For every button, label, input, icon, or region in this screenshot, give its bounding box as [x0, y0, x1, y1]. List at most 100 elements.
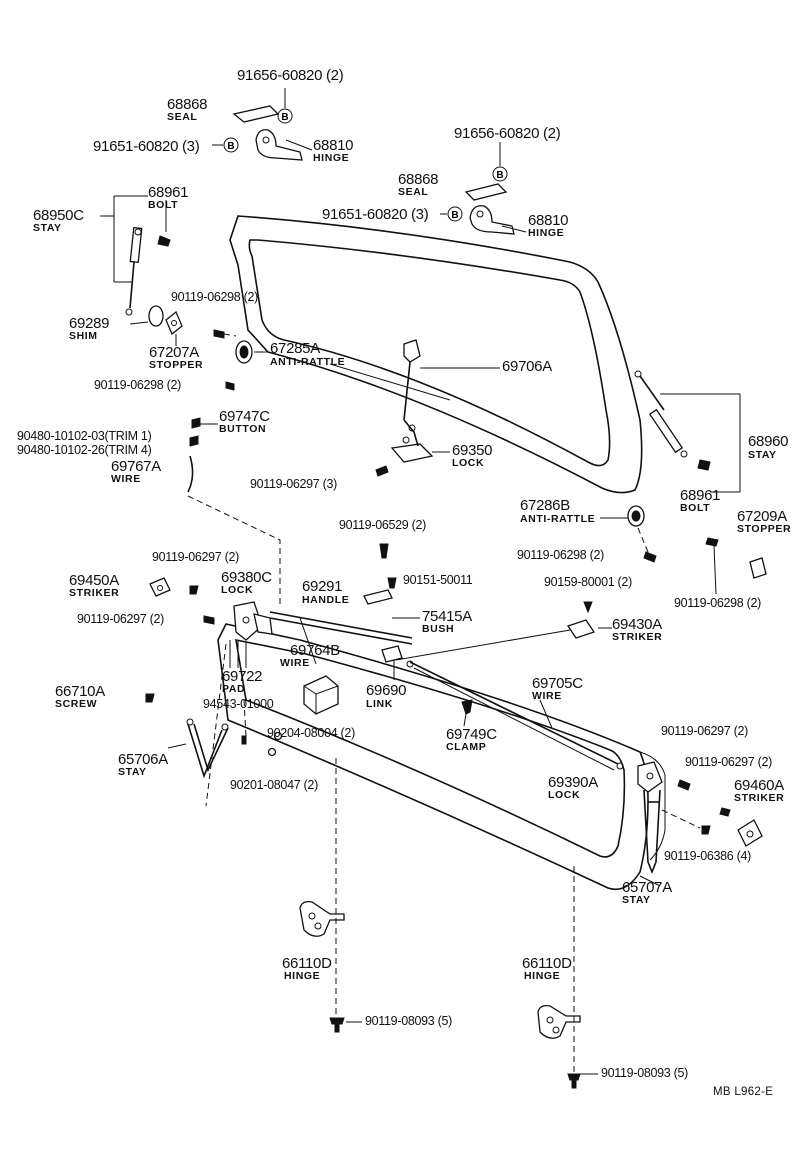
part-name: ANTI-RATTLE [520, 513, 596, 525]
hinge-66110D-right [537, 1004, 581, 1039]
washer-90201-08047 [267, 747, 277, 757]
part-name: HANDLE [302, 594, 350, 606]
hinge-top-right [469, 205, 515, 235]
bolt-90119-06297-lock [375, 465, 389, 477]
part-number: 67209A [737, 508, 787, 525]
wire-69764B [269, 611, 413, 645]
part-name: BUSH [422, 623, 455, 635]
part-number: 69430A [612, 616, 662, 633]
link-69690 [381, 645, 403, 680]
part-name: ANTI-RATTLE [270, 356, 346, 368]
part-number: 90119-06297 (2) [661, 724, 749, 738]
part-name: HINGE [284, 970, 321, 982]
part-name: WIRE [532, 690, 562, 702]
circle-b-mark: B [492, 166, 508, 182]
bolt-90119-08093-left [329, 1017, 345, 1033]
part-number: 69722 [222, 668, 263, 685]
part-name: HINGE [528, 227, 565, 239]
diagram-reference-code: MB L962-E [713, 1086, 774, 1098]
part-name: HINGE [313, 152, 350, 164]
part-name: STOPPER [149, 359, 204, 371]
part-name: STRIKER [612, 631, 663, 643]
part-name: CLAMP [446, 741, 487, 753]
bolt-90119-06297-f [719, 807, 731, 817]
part-number: 90119-06297 (2) [685, 755, 773, 769]
part-number: 90119-06298 (2) [94, 378, 182, 392]
part-number: 91656-60820 (2) [237, 67, 344, 84]
part-number: 90151-50011 [403, 573, 473, 587]
part-name: STAY [748, 449, 777, 461]
part-number: 91651-60820 (3) [322, 206, 429, 223]
hinge-66110D-left [299, 900, 345, 937]
handle-69291 [363, 589, 393, 605]
stopper-67209A [749, 557, 767, 579]
part-number: 67285A [270, 340, 320, 357]
part-name: BUTTON [219, 423, 267, 435]
part-number: 90119-06297 (3) [250, 477, 338, 491]
bolt-90119-06298-a [213, 329, 237, 339]
stopper-67207A [165, 310, 183, 336]
screw-66710A [145, 693, 155, 703]
bolt-90119-06298-far-right [705, 537, 719, 595]
part-name: STOPPER [737, 523, 792, 535]
part-name: LOCK [452, 457, 485, 469]
part-number: 68810 [313, 137, 354, 154]
wire-69767A [187, 455, 194, 493]
nut-94543-01000 [241, 735, 247, 745]
part-number: 90119-06298 (2) [171, 290, 259, 304]
part-number: 68960 [748, 433, 789, 450]
stay-65707A [643, 789, 661, 875]
svg-text:B: B [496, 170, 503, 181]
hinge-top-left [255, 129, 303, 161]
circle-b-mark: B [223, 137, 239, 153]
part-name: WIRE [280, 657, 310, 669]
clamp-69749C [461, 699, 473, 727]
glass-lock-69350 [390, 419, 434, 463]
striker-69460A [737, 819, 763, 847]
part-number: 68950C [33, 207, 84, 224]
part-number: 90119-06298 (2) [517, 548, 605, 562]
nut-90204-08004 [273, 731, 283, 741]
seal-right [464, 183, 508, 201]
part-number: 68961 [680, 487, 721, 504]
stay-65706A [186, 718, 229, 779]
bolt-90119-06529 [379, 543, 389, 559]
part-name: SHIM [69, 330, 98, 342]
part-name: SEAL [167, 111, 198, 123]
part-number: 91651-60820 (3) [93, 138, 200, 155]
part-number: 67286B [520, 497, 570, 514]
circle-b-mark: B [277, 108, 293, 124]
part-name: LOCK [221, 584, 254, 596]
part-number: 90119-06297 (2) [152, 550, 240, 564]
part-number: 69747C [219, 408, 270, 425]
part-number: 68961 [148, 184, 189, 201]
bolt-90151-50011 [387, 577, 397, 589]
anti-rattle-67285A [235, 340, 253, 364]
part-name: SCREW [55, 698, 98, 710]
bolt-90119-08093-right [567, 1073, 581, 1089]
part-number: 90119-06297 (2) [77, 612, 165, 626]
part-number: 90204-08004 (2) [267, 726, 355, 740]
part-number: 94543-01000 [203, 697, 274, 711]
part-number: 67207A [149, 344, 199, 361]
part-number: 69690 [366, 682, 407, 699]
striker-69450A [149, 577, 171, 597]
part-number: 65706A [118, 751, 168, 768]
part-number: 66110D [522, 955, 572, 972]
part-name: BOLT [148, 199, 179, 211]
part-name: STRIKER [734, 792, 785, 804]
door-lock-69390A [637, 761, 663, 793]
part-number: 91656-60820 (2) [454, 125, 561, 142]
part-number: 75415A [422, 608, 472, 625]
part-number: 68868 [167, 96, 208, 113]
part-name: WIRE [111, 473, 141, 485]
part-number: 69764B [290, 642, 340, 659]
part-number: 90119-08093 (5) [601, 1066, 689, 1080]
bolt-90119-06297-e [677, 779, 691, 791]
part-name: LINK [366, 698, 393, 710]
part-number: 69749C [446, 726, 497, 743]
striker-69430A [566, 619, 596, 639]
part-number: 90159-80001 (2) [544, 575, 632, 589]
gas-stay-left [125, 226, 143, 316]
